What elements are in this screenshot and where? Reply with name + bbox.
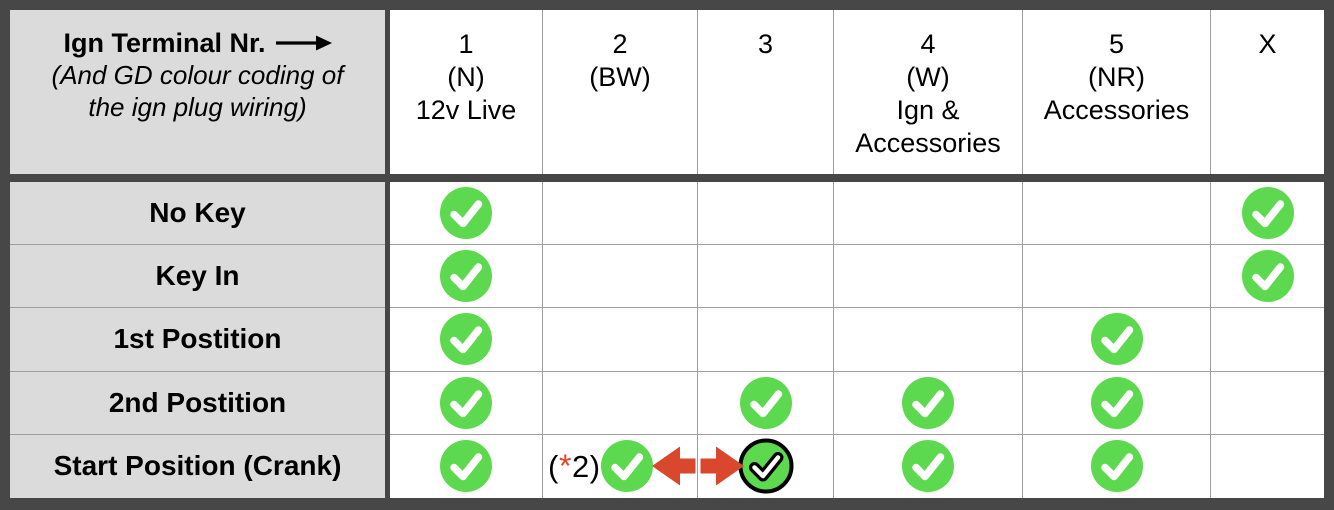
check-icon xyxy=(440,440,492,493)
column-header-line: Ign & xyxy=(896,95,960,125)
check-icon xyxy=(440,376,492,429)
check-icon xyxy=(1090,440,1143,493)
table-cell xyxy=(1022,308,1210,372)
column-header-terminal-5: 5 (NR) Accessories xyxy=(1022,10,1210,174)
table-grid: Ign Terminal Nr. (And GD colour coding o… xyxy=(10,10,1324,498)
column-header-line: 5 xyxy=(1108,29,1125,59)
row-label-key-in: Key In xyxy=(10,245,385,309)
row-label-2nd-position: 2nd Postition xyxy=(10,371,385,435)
column-header-line: (NR) xyxy=(1088,62,1145,92)
table-cell xyxy=(1210,371,1324,435)
table-cell xyxy=(542,371,697,435)
check-icon xyxy=(1241,250,1294,303)
check-icon xyxy=(1090,376,1143,429)
column-header-terminal-2: 2 (BW) xyxy=(542,10,697,174)
footnote-ref: (*2) xyxy=(548,447,601,484)
table-cell xyxy=(1022,245,1210,309)
corner-title: Ign Terminal Nr. xyxy=(10,27,385,59)
check-icon-outlined xyxy=(738,438,794,494)
column-header-line: X xyxy=(1258,29,1277,59)
table-cell xyxy=(1022,182,1210,246)
column-header-terminal-x: X xyxy=(1210,10,1324,174)
check-icon xyxy=(739,376,792,429)
column-header-line: 2 xyxy=(612,29,628,59)
table-cell xyxy=(542,182,697,246)
table-cell xyxy=(390,371,542,435)
right-arrow-icon xyxy=(275,35,332,51)
check-icon xyxy=(1241,187,1294,240)
table-cell xyxy=(697,245,833,309)
label-column-divider xyxy=(385,10,390,498)
check-icon xyxy=(902,440,954,493)
table-cell xyxy=(390,434,542,498)
column-header-line: (N) xyxy=(447,62,485,92)
check-icon xyxy=(440,250,492,303)
table-cell xyxy=(390,245,542,309)
column-header-line: (W) xyxy=(906,62,950,92)
table-cell xyxy=(542,308,697,372)
table-cell xyxy=(390,182,542,246)
check-icon xyxy=(600,440,653,493)
row-label-no-key: No Key xyxy=(10,182,385,246)
row-label-1st-position: 1st Postition xyxy=(10,308,385,372)
table-cell xyxy=(1210,182,1324,246)
check-icon xyxy=(440,313,492,366)
table-cell xyxy=(697,182,833,246)
corner-subtitle-line: the ign plug wiring) xyxy=(88,92,307,122)
column-header-line: Accessories xyxy=(855,128,1001,158)
table-cell xyxy=(542,245,697,309)
table-cell xyxy=(697,308,833,372)
table-cell xyxy=(1022,371,1210,435)
header-row-divider xyxy=(10,174,1324,182)
column-header-line: 12v Live xyxy=(415,95,517,125)
table-cell xyxy=(1210,434,1324,498)
table-cell xyxy=(833,371,1022,435)
red-asterisk: * xyxy=(558,447,572,484)
table-cell xyxy=(833,182,1022,246)
corner-header: Ign Terminal Nr. (And GD colour coding o… xyxy=(10,10,385,174)
table-cell xyxy=(1022,434,1210,498)
column-header-line: Accessories xyxy=(1043,95,1190,125)
check-icon xyxy=(440,187,492,240)
row-label-start-position: Start Position (Crank) xyxy=(10,434,385,498)
column-header-line: 3 xyxy=(757,29,774,59)
table-cell xyxy=(390,308,542,372)
table-cell-linked xyxy=(652,434,833,498)
column-header-line: 4 xyxy=(920,29,936,59)
corner-title-text: Ign Terminal Nr. xyxy=(63,28,266,58)
table-cell xyxy=(833,308,1022,372)
column-header-line: (BW) xyxy=(589,62,651,92)
table-cell xyxy=(833,434,1022,498)
column-header-terminal-4: 4 (W) Ign & Accessories xyxy=(833,10,1022,174)
check-icon xyxy=(1090,313,1143,366)
table-cell xyxy=(833,245,1022,309)
table-cell xyxy=(1210,308,1324,372)
swap-arrow-icon xyxy=(651,444,745,488)
table-cell xyxy=(1210,245,1324,309)
table-cell xyxy=(697,371,833,435)
check-icon xyxy=(902,376,954,429)
column-header-line: 1 xyxy=(458,29,474,59)
corner-subtitle-line: (And GD colour coding of xyxy=(51,60,344,90)
column-header-terminal-3: 3 xyxy=(697,10,833,174)
column-header-terminal-1: 1 (N) 12v Live xyxy=(390,10,542,174)
